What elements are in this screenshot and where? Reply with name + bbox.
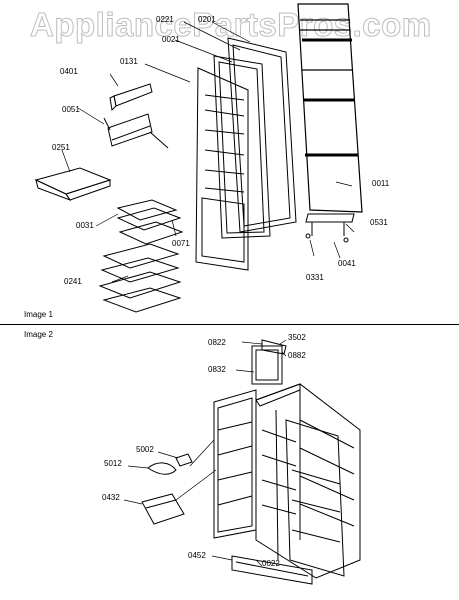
cabinet <box>255 383 361 579</box>
part-label-0071: 0071 <box>172 239 190 248</box>
part-label-0051: 0051 <box>62 105 80 114</box>
image1-part-labels: 0221 0201 0021 0131 0401 0051 0251 0031 … <box>52 15 390 286</box>
door-liner <box>195 67 249 271</box>
part-label-0201: 0201 <box>198 15 216 24</box>
part-label-0832: 0832 <box>208 365 226 374</box>
panel-divider <box>0 324 459 325</box>
part-label-0131: 0131 <box>120 57 138 66</box>
part-label-0531: 0531 <box>370 218 388 227</box>
part-label-0011: 0011 <box>372 179 390 188</box>
bin-0241 <box>98 243 182 313</box>
bin-0251 <box>34 167 112 202</box>
part-label-0401: 0401 <box>60 67 78 76</box>
part-label-0331: 0331 <box>306 273 324 282</box>
part-label-5002: 5002 <box>136 445 154 454</box>
part-label-0452: 0452 <box>188 551 206 560</box>
bin-0051 <box>103 113 169 149</box>
part-label-0022: 0022 <box>262 559 280 568</box>
part-label-0241: 0241 <box>64 277 82 286</box>
image1-label: Image 1 <box>24 310 53 319</box>
chute-5012 <box>147 462 177 475</box>
image1-leaders <box>61 21 355 283</box>
image2-part-labels: 0822 3502 0882 0832 5002 5012 0432 0452 … <box>102 333 306 568</box>
hinge <box>305 213 355 243</box>
door-panel <box>297 3 363 213</box>
door-gasket <box>213 55 271 239</box>
part-label-0822: 0822 <box>208 338 226 347</box>
image2-drawing: 0822 3502 0882 0832 5002 5012 0432 0452 … <box>102 333 361 585</box>
part-label-3502: 3502 <box>288 333 306 342</box>
ice-bucket-0432 <box>141 493 185 525</box>
part-label-0021: 0021 <box>162 35 180 44</box>
part-label-0432: 0432 <box>102 493 120 502</box>
watermark-logo: AppliancePartsPros.com <box>30 6 432 44</box>
dispenser-panel <box>251 339 287 385</box>
part-label-0221: 0221 <box>156 15 174 24</box>
image2-label: Image 2 <box>24 330 53 339</box>
image2-leaders <box>123 339 287 567</box>
part-label-5012: 5012 <box>104 459 122 468</box>
freezer-door <box>213 389 257 539</box>
part-label-0031: 0031 <box>76 221 94 230</box>
dispenser-part-5002 <box>175 453 193 467</box>
grille-0452 <box>231 555 313 585</box>
part-label-0041: 0041 <box>338 259 356 268</box>
image1-drawing: 0221 0201 0021 0131 0401 0051 0251 0031 … <box>34 3 390 313</box>
bin-0031 <box>116 199 184 245</box>
bin-0401 <box>109 83 153 112</box>
door-frame <box>227 37 297 233</box>
part-label-0882: 0882 <box>288 351 306 360</box>
part-label-0251: 0251 <box>52 143 70 152</box>
